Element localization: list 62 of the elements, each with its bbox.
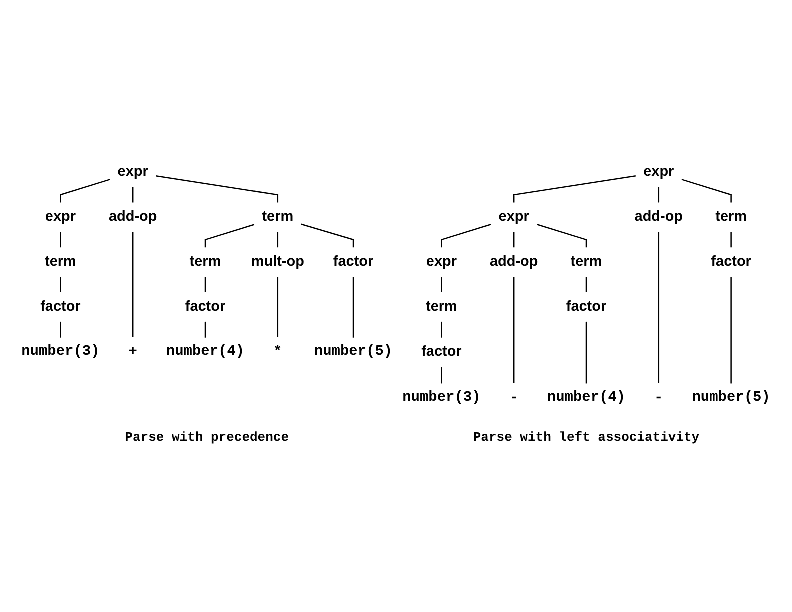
connector — [513, 277, 515, 384]
node-text: expr — [644, 164, 674, 180]
node-text: expr — [426, 254, 457, 270]
connector — [277, 232, 279, 248]
node-text: factor — [566, 298, 607, 315]
tree-caption: Parse with left associativity — [473, 430, 700, 445]
connector — [441, 368, 442, 384]
node-text: - — [654, 390, 664, 407]
connector — [441, 322, 442, 338]
connector — [730, 277, 732, 384]
connector — [204, 224, 255, 248]
connector — [132, 232, 134, 338]
connector — [301, 224, 354, 248]
node-text: add-op — [490, 254, 538, 270]
connector — [586, 322, 588, 384]
node-text: number(5) — [692, 390, 770, 406]
node-text: expr — [498, 208, 530, 226]
node-text: number(5) — [314, 344, 393, 360]
node-text: number(4) — [166, 344, 245, 360]
node-text: expr — [45, 208, 76, 226]
connector — [658, 232, 660, 384]
node-text: term — [262, 208, 294, 226]
connector — [277, 277, 279, 338]
connector — [658, 188, 660, 203]
connector — [60, 232, 62, 248]
node-text: * — [274, 344, 282, 361]
node-text: term — [45, 254, 76, 270]
node-text: factor — [40, 298, 81, 315]
node-text: term — [570, 254, 602, 270]
node-text: number(4) — [547, 390, 626, 406]
node-text: expr — [118, 164, 148, 180]
node-text: term — [426, 298, 458, 315]
connector — [586, 277, 588, 293]
node-text: add-op — [634, 208, 684, 226]
node-text: number(3) — [22, 344, 100, 360]
connector — [536, 224, 588, 248]
connector — [204, 277, 206, 293]
node-text: factor — [333, 254, 374, 270]
node-text: term — [190, 254, 222, 270]
connector — [156, 176, 279, 203]
connector — [730, 232, 732, 248]
node-text: factor — [185, 298, 226, 315]
connector — [441, 277, 442, 293]
node-text: factor — [711, 254, 752, 270]
connector — [513, 176, 636, 203]
node-text: add-op — [108, 208, 158, 226]
node-text: - — [510, 390, 518, 407]
connector — [513, 232, 515, 248]
connector — [60, 179, 110, 203]
tree-caption: Parse with precedence — [125, 430, 289, 445]
connector — [132, 188, 134, 203]
node-text: number(3) — [402, 390, 481, 406]
node-text: mult-op — [251, 254, 304, 270]
connector — [60, 277, 62, 293]
node-text: factor — [422, 344, 462, 360]
node-text: term — [716, 208, 747, 226]
connector — [60, 322, 62, 338]
node-text: + — [128, 344, 138, 361]
connector — [441, 224, 492, 248]
connector — [682, 179, 732, 203]
connector — [204, 322, 206, 338]
connector — [352, 277, 354, 338]
